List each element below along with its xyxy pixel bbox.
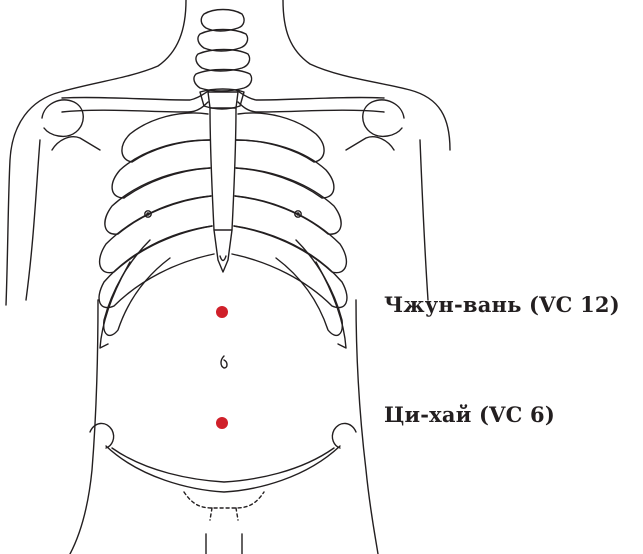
- nipples: [145, 211, 301, 217]
- sternum: [208, 92, 238, 272]
- navel: [221, 356, 227, 368]
- clavicles-shoulders: [42, 90, 404, 150]
- point-marker-qihai: [216, 417, 228, 429]
- ribs-right: [232, 113, 347, 348]
- ribs-left: [99, 113, 214, 348]
- label-zhongwan: Чжун-вань (VC 12): [384, 292, 620, 317]
- point-marker-zhongwan: [216, 306, 228, 318]
- label-qihai: Ци-хай (VC 6): [384, 402, 555, 427]
- body-outline: [6, 0, 450, 554]
- pelvis: [90, 423, 356, 554]
